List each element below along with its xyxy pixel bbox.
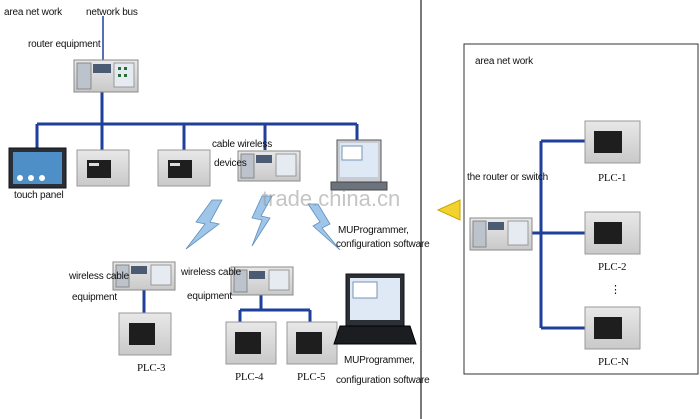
plc-n-device [584, 306, 641, 350]
wireless-cable-left-label: wireless cable [69, 271, 130, 282]
plc-device-top-1 [76, 149, 130, 187]
router-equipment-label: router equipment [28, 39, 101, 50]
plc-n-label: PLC-N [598, 356, 629, 368]
equipment-mid-label: equipment [187, 291, 232, 302]
router-or-switch-label: the router or switch [467, 172, 549, 183]
laptop-bottom [333, 273, 417, 345]
cable-wireless-label: cable wireless [212, 139, 273, 150]
wireless-cable-mid-label: wireless cable [181, 267, 242, 278]
touch-panel-label: touch panel [14, 190, 64, 201]
right-area-net-work-label: area net work [475, 56, 533, 67]
plc-5-label: PLC-5 [297, 371, 326, 383]
plc-4-device [225, 321, 277, 365]
plc-2-device [584, 211, 641, 255]
plc-3-device [118, 312, 172, 356]
link-arrow [436, 199, 461, 221]
configuration-software-bottom-label: configuration software [336, 375, 430, 386]
plc-2-label: PLC-2 [598, 261, 627, 273]
configuration-software-top-label: configuration software [336, 239, 430, 250]
plc-device-top-2 [157, 149, 211, 187]
wireless-cable-equipment-left [112, 261, 176, 291]
plc-4-label: PLC-4 [235, 371, 264, 383]
touch-panel-device [8, 147, 67, 189]
programmer-bottom-label: MUProgrammer, [344, 355, 415, 366]
cable-wireless-device [237, 150, 301, 182]
watermark: trade.china.cn [262, 186, 401, 211]
plc-1-label: PLC-1 [598, 172, 627, 184]
right-panel-frame [463, 43, 699, 375]
network-bus-label: network bus [86, 7, 138, 18]
right-bus-lines [531, 139, 585, 330]
plc-5-device [286, 321, 338, 365]
plc-1-device [584, 120, 641, 164]
programmer-top-label: MUProgrammer, [338, 225, 409, 236]
equipment-left-label: equipment [72, 292, 117, 303]
laptop-top [330, 139, 388, 191]
wireless-signals [185, 195, 341, 251]
left-bus-lines [35, 16, 359, 322]
devices-label: devices [214, 158, 247, 169]
area-net-work-label: area net work [4, 7, 62, 18]
wireless-cable-equipment-mid [230, 266, 294, 296]
plc-3-label: PLC-3 [137, 362, 166, 374]
ellipsis-label: ⋮ [610, 284, 621, 296]
router-or-switch-device [469, 217, 533, 251]
router-equipment-device [73, 59, 139, 93]
